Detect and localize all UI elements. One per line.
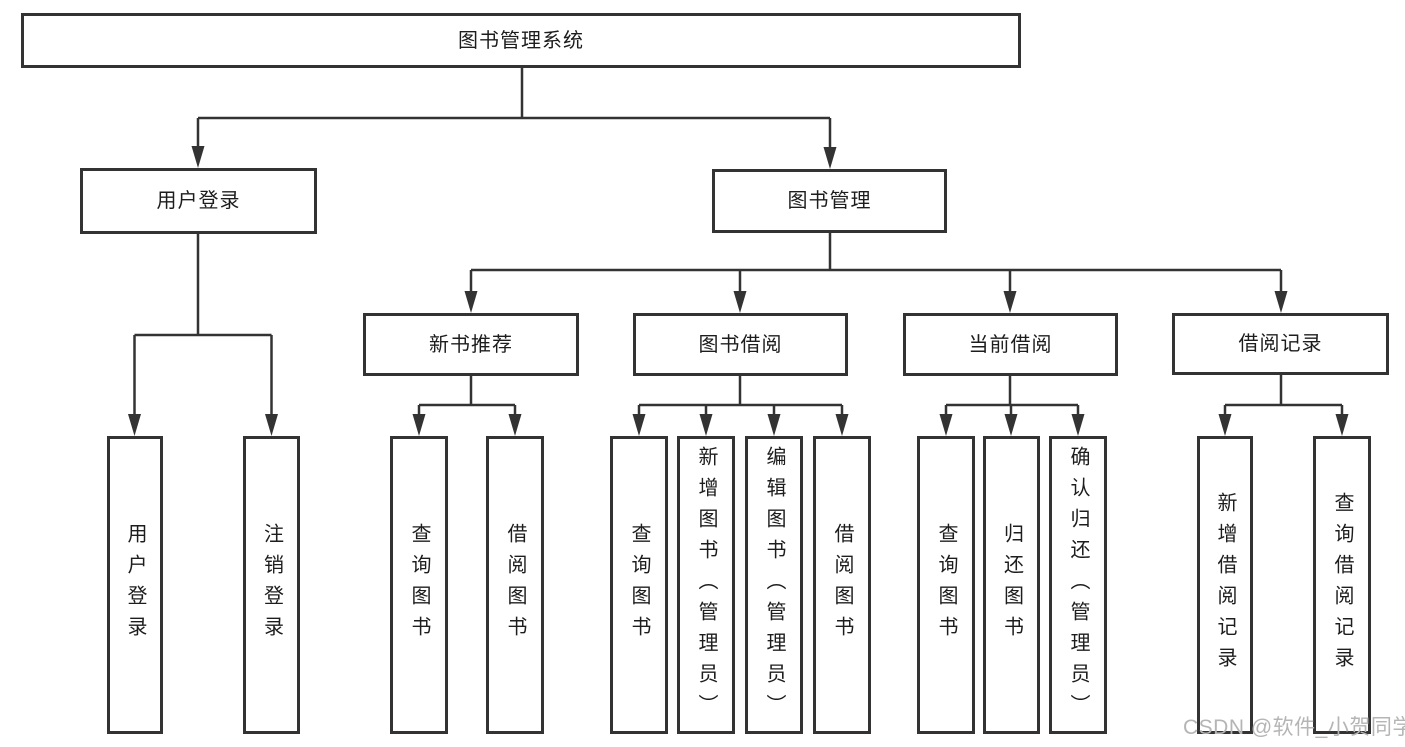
leaf-borrow-query-books: 查询图书 <box>610 436 668 734</box>
leaf-current-return-books: 归还图书 <box>983 436 1040 734</box>
leaf-user-login: 用户登录 <box>107 436 163 734</box>
leaf-current-query-books: 查询图书 <box>917 436 975 734</box>
leaf-logout: 注销登录 <box>243 436 300 734</box>
node-book-management: 图书管理 <box>712 169 947 233</box>
leaf-current-confirm-return-admin: 确认归还（管理员） <box>1049 436 1107 734</box>
leaf-borrow-add-books-admin: 新增图书（管理员） <box>677 436 735 734</box>
leaf-records-query-borrow-record: 查询借阅记录 <box>1313 436 1371 734</box>
leaf-borrow-borrow-books: 借阅图书 <box>813 436 871 734</box>
node-library-management-system: 图书管理系统 <box>21 13 1021 68</box>
node-user-login: 用户登录 <box>80 168 317 234</box>
node-current-borrow: 当前借阅 <box>903 313 1118 376</box>
leaf-borrow-edit-books-admin: 编辑图书（管理员） <box>745 436 803 734</box>
node-book-borrow: 图书借阅 <box>633 313 848 376</box>
leaf-recommend-borrow-books: 借阅图书 <box>486 436 544 734</box>
csdn-watermark: CSDN @软件_小贺同学 <box>1183 716 1405 739</box>
leaf-records-add-borrow-record: 新增借阅记录 <box>1197 436 1253 734</box>
leaf-recommend-query-books: 查询图书 <box>390 436 448 734</box>
node-new-book-recommend: 新书推荐 <box>363 313 579 376</box>
node-borrow-records: 借阅记录 <box>1172 313 1389 375</box>
